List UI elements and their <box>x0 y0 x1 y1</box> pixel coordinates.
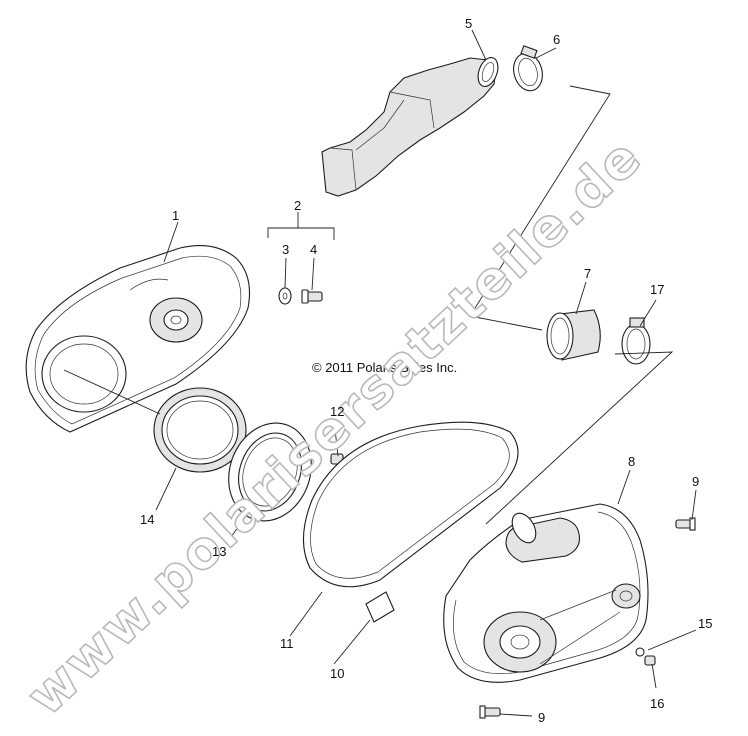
callout-6: 6 <box>553 32 560 47</box>
hose-clamp-top <box>513 45 543 92</box>
callout-9-bottom: 9 <box>538 710 545 725</box>
inner-clutch-cover <box>25 245 251 433</box>
outer-clutch-cover <box>443 503 649 683</box>
callout-4: 4 <box>310 242 317 257</box>
washer-and-bolt <box>278 287 323 305</box>
callout-11: 11 <box>280 636 294 651</box>
decal <box>365 591 395 623</box>
callout-17: 17 <box>650 282 664 297</box>
drive-belt <box>302 421 519 588</box>
cover-seal <box>153 387 247 473</box>
callout-7: 7 <box>584 266 591 281</box>
leader-lines <box>155 29 697 717</box>
intake-duct <box>321 57 499 197</box>
gasket-ring <box>228 422 312 522</box>
cover-bolts <box>479 517 696 719</box>
callout-2: 2 <box>294 198 301 213</box>
callout-10: 10 <box>330 666 344 681</box>
callout-14: 14 <box>140 512 154 527</box>
callout-16: 16 <box>650 696 664 711</box>
callout-9-top: 9 <box>692 474 699 489</box>
hose-clamp-right <box>621 317 651 365</box>
callout-15: 15 <box>698 616 712 631</box>
callout-8: 8 <box>628 454 635 469</box>
callout-12: 12 <box>330 404 344 419</box>
callout-13: 13 <box>212 544 226 559</box>
callout-3: 3 <box>282 242 289 257</box>
callout-5: 5 <box>465 16 472 31</box>
duct-sleeve <box>546 309 601 361</box>
assembly-lines <box>63 85 674 525</box>
copyright-text: © 2011 Polaris Sales Inc. <box>312 360 457 375</box>
callout-1: 1 <box>172 208 179 223</box>
